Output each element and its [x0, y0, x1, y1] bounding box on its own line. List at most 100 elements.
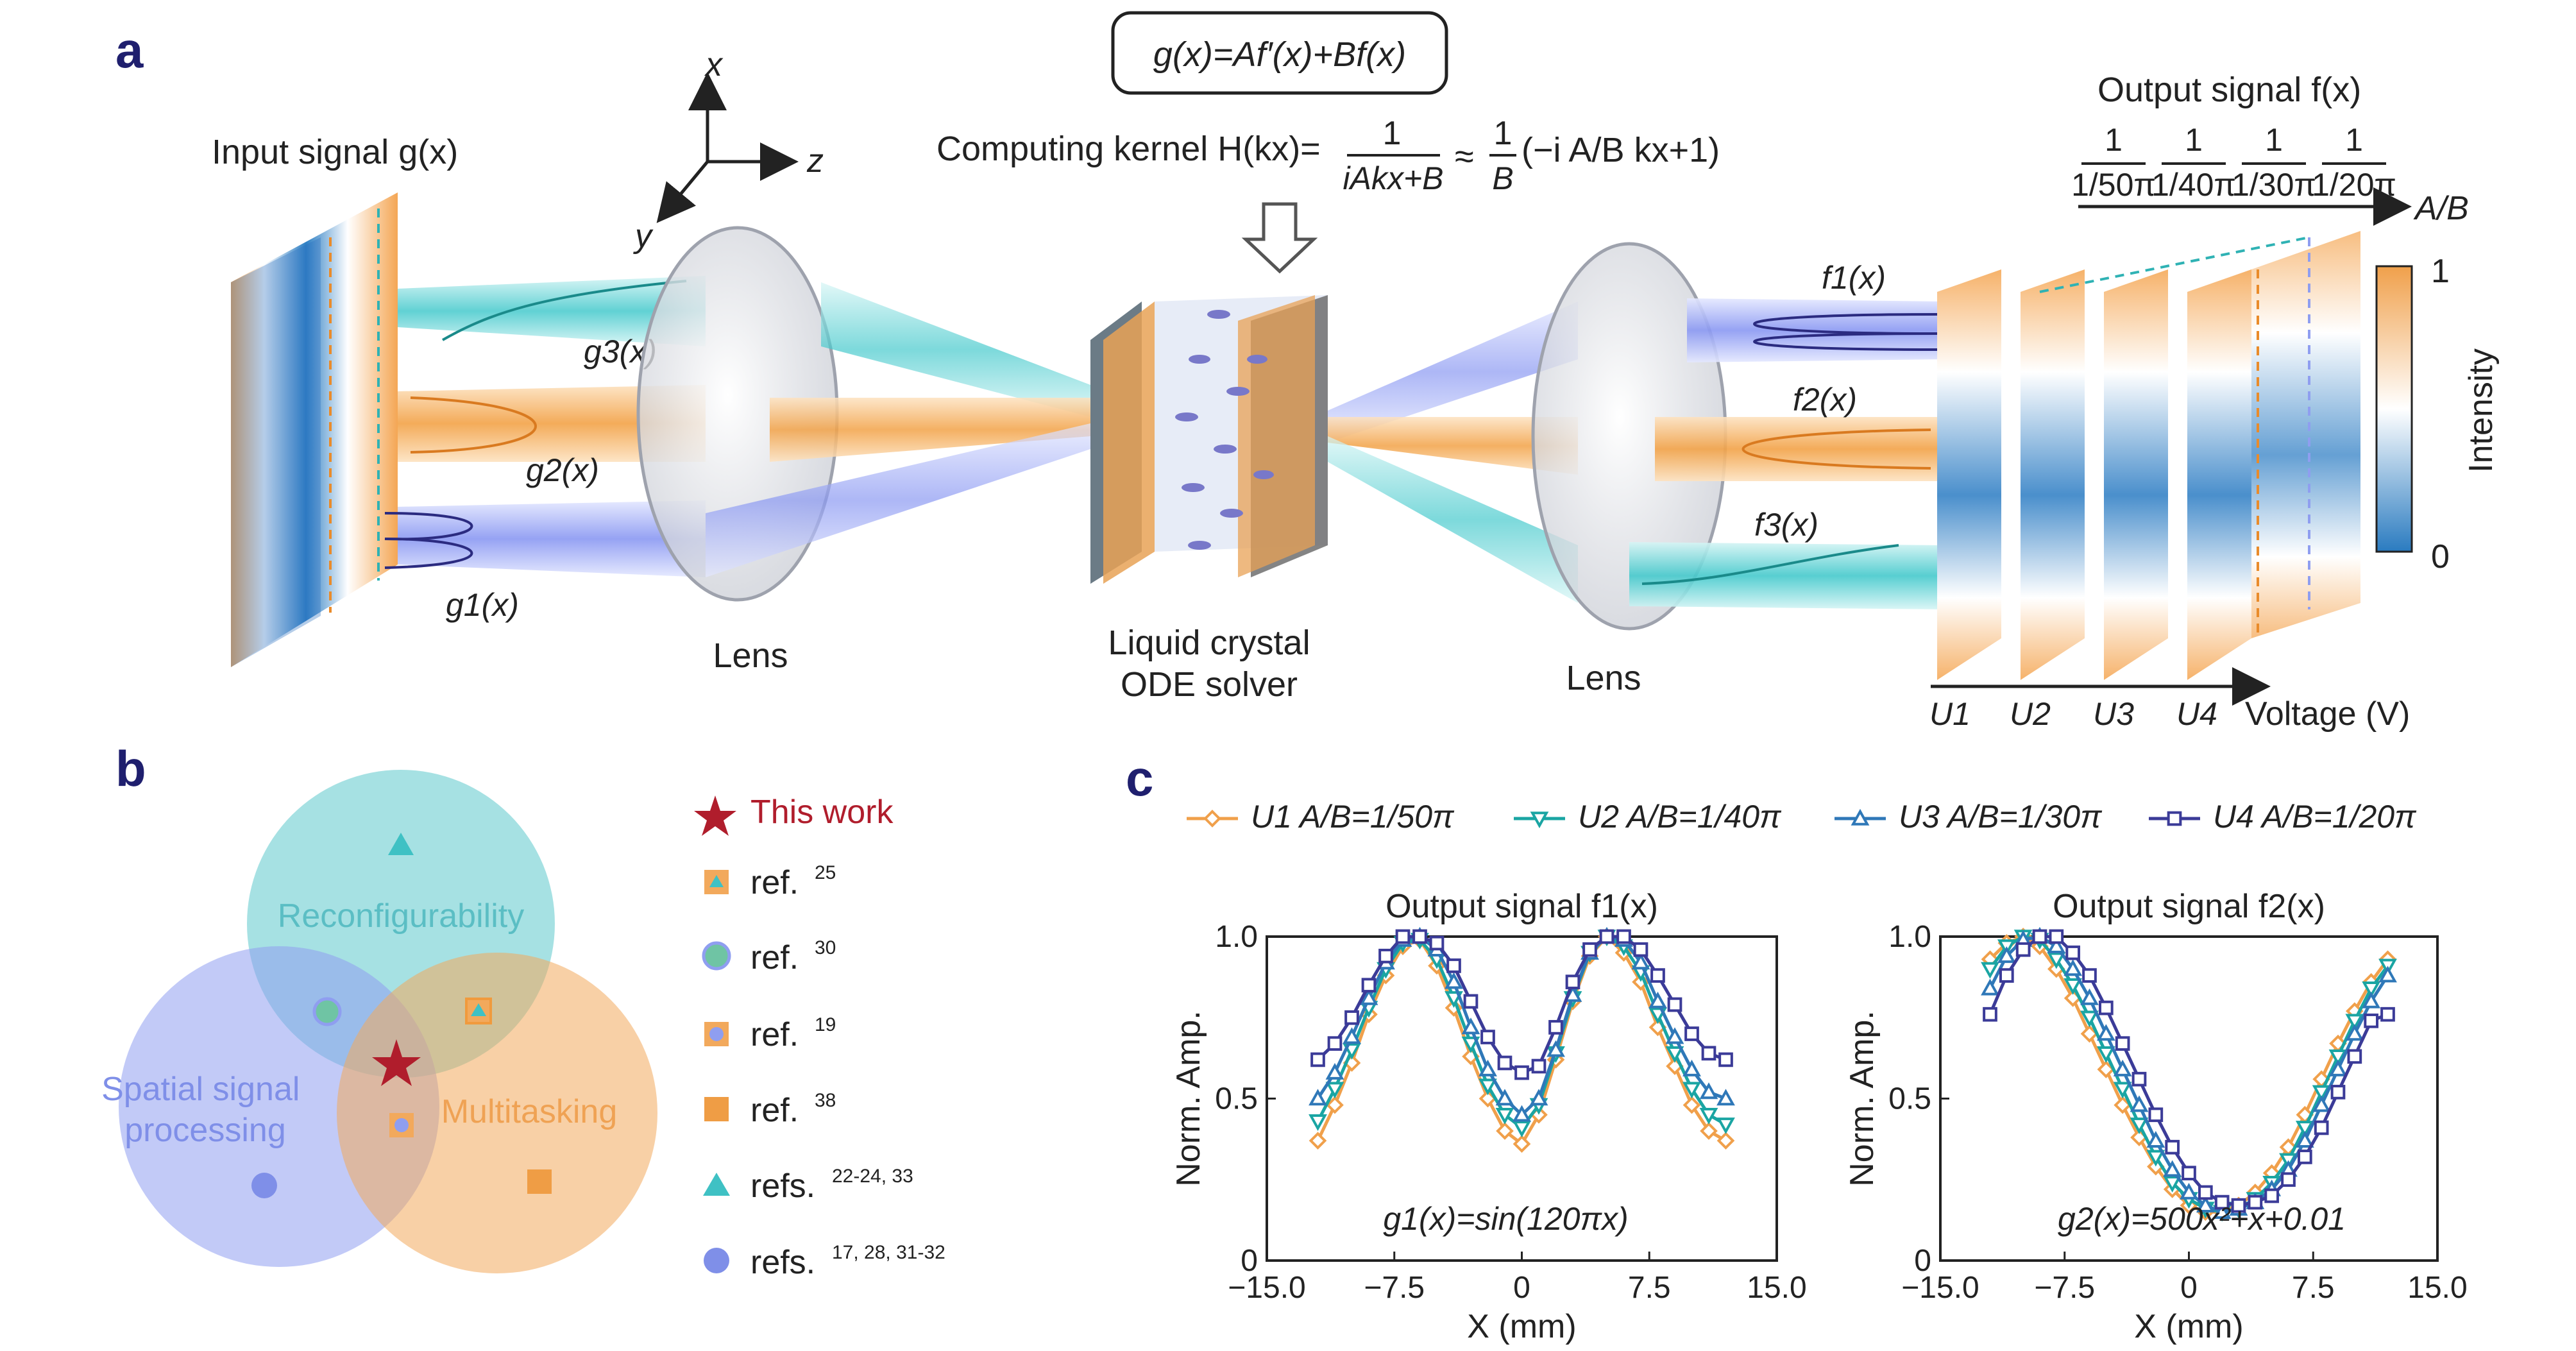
chart-annotation: g2(x)=500x²+x+0.01: [2058, 1201, 2346, 1237]
data-point: [1546, 1040, 1565, 1057]
legend-refs-22: refs.: [750, 1168, 815, 1205]
data-point: [2345, 1014, 2364, 1031]
data-point: [1446, 958, 1461, 973]
data-point: [1513, 1135, 1531, 1153]
x-tick-label: 0: [1513, 1271, 1530, 1305]
y-tick-label: 0.5: [1215, 1082, 1258, 1116]
equation-box: [1111, 11, 1448, 95]
data-point: [2165, 1139, 2180, 1155]
panel-c-label: c: [1126, 750, 1153, 806]
data-point: [2015, 942, 2031, 957]
data-point: [2380, 1007, 2395, 1022]
data-point: [2115, 1036, 2130, 1051]
ratio-frac-3-den: 1/30π: [2232, 167, 2316, 203]
data-point: [1682, 1059, 1701, 1076]
axis-y-label: y: [633, 217, 654, 255]
f1-label: f1(x): [1822, 260, 1886, 296]
data-point: [1650, 968, 1665, 983]
svg-text:38: 38: [815, 1090, 836, 1111]
marker-triangle: [388, 833, 414, 855]
data-point: [2297, 1150, 2312, 1164]
data-point: [2131, 1071, 2147, 1087]
data-point: [1461, 1036, 1480, 1053]
data-point: [1716, 1089, 1735, 1106]
kernel-frac1-den: iAkx+B: [1343, 160, 1443, 196]
voltage-axis-label: Voltage (V): [2245, 695, 2410, 733]
venn-label-multitasking: Multitasking: [441, 1093, 618, 1130]
kernel-frac1-num: 1: [1383, 115, 1402, 152]
data-point: [2378, 965, 2397, 983]
f2-label: f2(x): [1793, 382, 1857, 418]
venn-legend: This work ref. 25 ref. 30 ref. 19 ref. 3…: [694, 794, 945, 1281]
chart-annotation: g1(x)=sin(120πx): [1383, 1201, 1628, 1237]
kernel-label: Computing kernel H(kx)=: [936, 130, 1321, 168]
ratio-frac-2: 1 1/40π: [2151, 122, 2236, 203]
data-point: [1684, 1026, 1699, 1041]
kernel-frac2-num: 1: [1494, 115, 1513, 152]
data-point: [2328, 1059, 2348, 1076]
data-point: [2163, 1160, 2182, 1177]
data-point: [1361, 978, 1377, 993]
data-point: [1343, 1027, 1361, 1044]
svg-text:19: 19: [815, 1014, 836, 1035]
data-point: [2063, 978, 2083, 995]
legend-marker: [2167, 811, 2182, 826]
voltage-u1: U1: [1929, 696, 1970, 732]
data-point: [2214, 1194, 2230, 1210]
data-point: [2182, 1166, 2196, 1181]
data-point: [1997, 946, 2016, 964]
axis-x-label: x: [704, 46, 724, 83]
chart-title: Output signal f1(x): [1385, 888, 1658, 925]
colorbar-max: 1: [2431, 253, 2450, 290]
x-tick-label: 7.5: [2292, 1271, 2335, 1305]
data-point: [1599, 929, 1614, 944]
ratio-frac-2-den: 1/40π: [2151, 167, 2236, 203]
data-point: [1325, 1062, 1344, 1080]
data-point: [1999, 968, 2014, 983]
data-point: [1699, 1082, 1718, 1100]
svg-text:22-24, 33: 22-24, 33: [832, 1166, 913, 1187]
data-point: [2130, 1117, 2149, 1135]
legend-ref25: ref.: [750, 864, 799, 901]
data-point: [2312, 1085, 2331, 1102]
x-axis-label: X (mm): [2134, 1308, 2243, 1345]
voltage-u2: U2: [2010, 696, 2051, 732]
data-point: [1461, 1017, 1480, 1035]
marker-ref30: [312, 997, 342, 1026]
data-point: [2047, 937, 2066, 953]
input-signal-label: Input signal g(x): [212, 133, 458, 171]
x-axis-label: X (mm): [1467, 1308, 1576, 1345]
data-point: [1700, 1122, 1718, 1140]
data-point: [2080, 988, 2099, 1005]
colorbar-title: Intensity: [2462, 348, 2500, 473]
data-point: [1513, 1105, 1531, 1122]
x-tick-label: −7.5: [1364, 1271, 1425, 1305]
ratio-frac-4: 1 1/20π: [2312, 122, 2396, 203]
data-point: [1682, 1082, 1701, 1099]
data-point: [2328, 1049, 2348, 1066]
ratio-frac-1-den: 1/50π: [2071, 167, 2156, 203]
data-point: [1667, 997, 1682, 1012]
legend-this-work: This work: [750, 794, 894, 831]
panel-a-label: a: [115, 22, 144, 78]
data-point: [1665, 1046, 1684, 1063]
data-point: [2198, 1185, 2213, 1200]
venn-label-reconfigurability: Reconfigurability: [278, 897, 524, 935]
venn-multitasking: [337, 953, 657, 1273]
data-point: [2163, 1176, 2182, 1193]
data-point: [1325, 1082, 1344, 1099]
series-line: [1988, 935, 2389, 1207]
data-point: [1718, 1052, 1733, 1067]
data-point: [1699, 1107, 1718, 1125]
input-arrow-icon: [1241, 202, 1318, 274]
f3-label: f3(x): [1754, 507, 1818, 543]
ratio-frac-3: 1 1/30π: [2232, 122, 2316, 203]
voltage-u4: U4: [2176, 696, 2217, 732]
data-point: [1309, 1114, 1327, 1131]
data-point: [1326, 1096, 1344, 1114]
data-point: [1513, 1121, 1531, 1138]
data-point: [2362, 991, 2381, 1008]
data-point: [1495, 1107, 1514, 1125]
